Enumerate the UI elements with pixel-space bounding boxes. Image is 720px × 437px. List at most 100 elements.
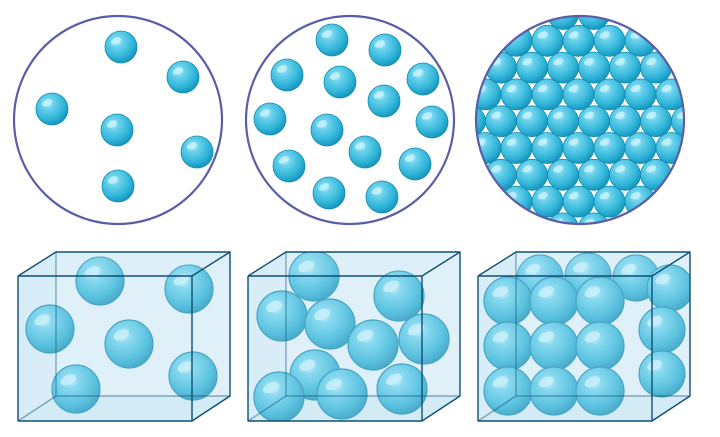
particle: [304, 298, 356, 350]
particle: [367, 84, 401, 118]
particle: [323, 65, 357, 99]
circle-low-density: [12, 14, 224, 226]
particles-group: [35, 30, 214, 203]
particle: [640, 105, 672, 138]
circle-outline: [474, 14, 686, 226]
particle: [638, 306, 686, 354]
particle: [624, 24, 657, 57]
particle: [476, 105, 486, 138]
particle: [476, 78, 502, 111]
particle: [562, 132, 595, 164]
cube-high-density: [477, 251, 691, 422]
circle-medium-density: [244, 14, 456, 226]
particle: [593, 24, 626, 57]
particle: [624, 78, 657, 111]
particle: [373, 270, 425, 322]
particle: [575, 366, 625, 416]
particle: [365, 180, 399, 214]
particle: [272, 149, 306, 183]
particle: [500, 132, 533, 164]
particles-group: [476, 16, 684, 224]
particle: [531, 24, 564, 57]
particle: [104, 30, 138, 64]
particle: [593, 78, 626, 111]
particles-group: [253, 23, 449, 214]
particle: [578, 212, 610, 224]
particle: [562, 24, 595, 57]
particle: [547, 51, 579, 84]
particle: [578, 51, 610, 84]
particle: [562, 185, 595, 218]
particle: [531, 78, 564, 111]
circle-high-density: [474, 14, 686, 226]
particle: [671, 105, 684, 138]
particle: [35, 92, 69, 126]
particle: [483, 276, 533, 326]
cube-edges: [477, 251, 691, 422]
cube-front: [477, 251, 691, 422]
particles-group: [25, 256, 218, 414]
particle: [75, 256, 125, 306]
particle: [638, 350, 686, 398]
particle: [376, 363, 428, 415]
particle: [476, 132, 502, 164]
particle: [164, 264, 214, 314]
particle: [609, 105, 641, 138]
particle: [315, 23, 349, 57]
particle: [575, 321, 625, 371]
particle: [609, 158, 641, 191]
particle: [485, 105, 517, 138]
particle: [531, 185, 564, 218]
particles-group: [483, 252, 690, 416]
particle: [348, 135, 382, 169]
particle: [562, 78, 595, 111]
particle: [593, 185, 626, 218]
particle: [516, 105, 548, 138]
particle: [624, 132, 657, 164]
particle: [547, 212, 579, 224]
particle: [415, 105, 449, 139]
particle: [500, 78, 533, 111]
particle: [180, 135, 214, 169]
particle: [640, 158, 672, 191]
particle: [578, 16, 610, 30]
particle: [51, 364, 101, 414]
circle-outline: [12, 14, 224, 226]
particle: [166, 60, 200, 94]
particle: [312, 176, 346, 210]
cube-low-density: [17, 251, 231, 422]
particle: [270, 58, 304, 92]
particle: [578, 105, 610, 138]
particle: [575, 276, 625, 326]
cube-medium-density: [247, 251, 461, 422]
particle: [253, 371, 305, 421]
particle: [547, 158, 579, 191]
particle: [101, 169, 135, 203]
particle: [516, 158, 548, 191]
particle: [256, 290, 308, 342]
particle: [640, 51, 672, 84]
cube-edges: [247, 251, 461, 422]
particle: [347, 319, 399, 371]
particle: [368, 33, 402, 67]
particle: [531, 132, 564, 164]
particle: [516, 51, 548, 84]
particle: [398, 147, 432, 181]
particle: [406, 62, 440, 96]
particle: [398, 313, 450, 365]
particle: [316, 368, 368, 420]
particle: [25, 304, 75, 354]
particle: [485, 158, 517, 191]
particle: [253, 102, 287, 136]
particle: [547, 105, 579, 138]
circle-outline: [244, 14, 456, 226]
particle: [310, 113, 344, 147]
cube-front: [17, 251, 231, 422]
particle: [168, 351, 218, 401]
particle: [529, 366, 579, 416]
particle: [578, 158, 610, 191]
cube-edges: [17, 251, 231, 422]
cube-front: [247, 251, 461, 422]
particle: [609, 51, 641, 84]
